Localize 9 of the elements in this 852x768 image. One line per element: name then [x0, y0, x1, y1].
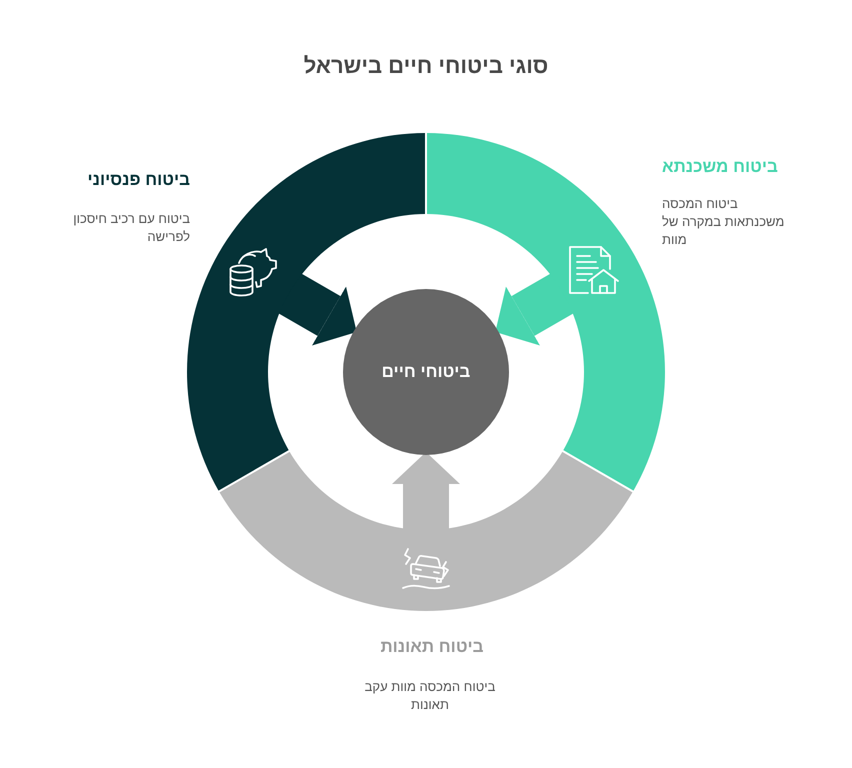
block-arrow: [392, 452, 460, 532]
segment-description: ביטוח עם רכיב חיסכון לפרישה: [72, 210, 190, 246]
segment-heading: ביטוח תאונות: [380, 636, 484, 657]
segment-description: ביטוח המכסה מוות עקב תאונות: [364, 678, 496, 714]
segment-heading: ביטוח משכנתא: [662, 156, 778, 177]
segment-description: ביטוח המכסה משכנתאות במקרה של מוות: [662, 195, 786, 249]
diagram-title: סוגי ביטוחי חיים בישראל: [304, 52, 548, 80]
hub-label: ביטוחי חיים: [382, 362, 470, 382]
segment-heading: ביטוח פנסיוני: [88, 169, 190, 190]
